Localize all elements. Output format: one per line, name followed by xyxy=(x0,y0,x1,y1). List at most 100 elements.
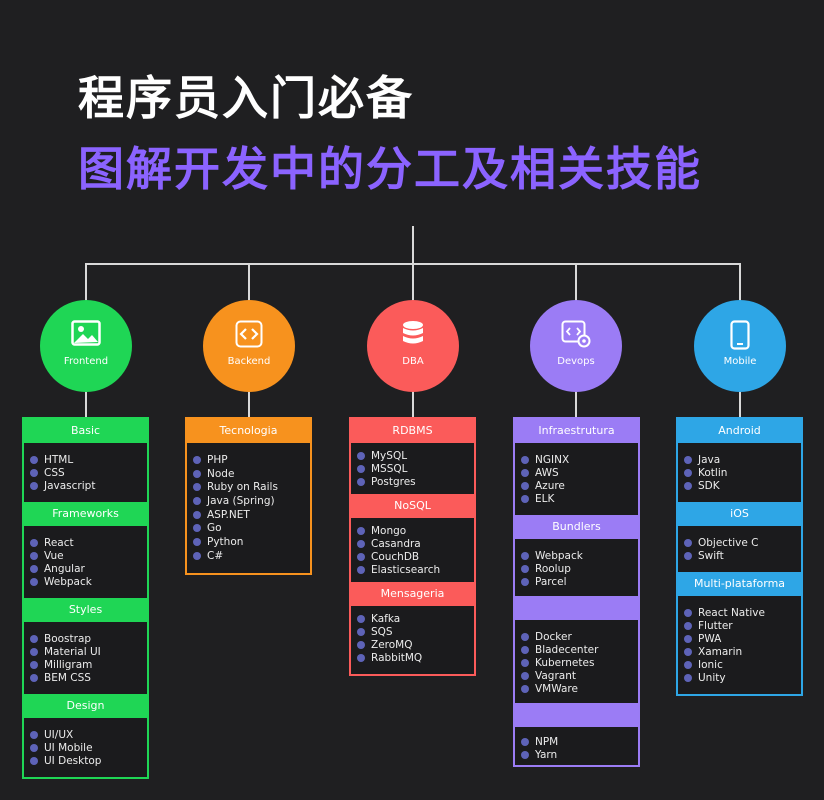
bullet-dot xyxy=(193,551,201,560)
bullet-dot xyxy=(357,640,365,649)
bullet-dot xyxy=(30,743,38,752)
bullet-dot xyxy=(684,538,692,547)
section-items: React Native Flutter PWA Xamarin Ionic U… xyxy=(678,596,801,694)
section-items: NGINX AWS Azure ELK xyxy=(515,443,638,515)
backend-column: Tecnologia PHP Node Ruby on Rails Java (… xyxy=(185,417,312,575)
stem-frontend xyxy=(85,391,87,418)
list-item: RabbitMQ xyxy=(357,651,474,664)
main-title: 程序员入门必备 xyxy=(78,71,414,125)
section-items: Objective C Swift xyxy=(678,526,801,572)
section-heading: iOS xyxy=(678,502,801,526)
mobile-label: Mobile xyxy=(723,356,757,367)
bullet-dot xyxy=(30,538,38,547)
bullet-dot xyxy=(521,494,529,503)
list-item: NGINX xyxy=(521,453,638,466)
list-item: UI Desktop xyxy=(30,754,147,767)
trunk-line xyxy=(412,226,414,264)
section-heading: Android xyxy=(678,419,801,443)
bullet-dot xyxy=(521,750,529,759)
section-heading: RDBMS xyxy=(351,419,474,443)
bullet-dot xyxy=(193,510,201,519)
bullet-dot xyxy=(30,577,38,586)
bullet-dot xyxy=(30,756,38,765)
phone-icon xyxy=(730,320,750,354)
section-heading xyxy=(515,703,638,727)
bullet-dot xyxy=(684,468,692,477)
list-item: ZeroMQ xyxy=(357,638,474,651)
list-item: Swift xyxy=(684,549,801,562)
section-heading: Multi-plataforma xyxy=(678,572,801,596)
bullet-dot xyxy=(357,526,365,535)
section-items: Java Kotlin SDK xyxy=(678,443,801,502)
list-item: HTML xyxy=(30,453,147,466)
image-icon xyxy=(71,320,101,350)
bullet-dot xyxy=(684,608,692,617)
drop-line-dba xyxy=(412,263,414,301)
subtitle: 图解开发中的分工及相关技能 xyxy=(78,142,702,196)
section-items: HTML CSS Javascript xyxy=(24,443,147,502)
list-item: UI Mobile xyxy=(30,741,147,754)
bullet-dot xyxy=(684,621,692,630)
bullet-dot xyxy=(521,468,529,477)
list-item: React xyxy=(30,536,147,549)
bullet-dot xyxy=(521,551,529,560)
bullet-dot xyxy=(30,730,38,739)
bullet-dot xyxy=(521,455,529,464)
devops-column: Infraestrutura NGINX AWS Azure ELK Bundl… xyxy=(513,417,640,767)
bullet-dot xyxy=(357,477,365,486)
dba-column: RDBMS MySQL MSSQL Postgres NoSQL Mongo C… xyxy=(349,417,476,676)
bullet-dot xyxy=(521,564,529,573)
list-item: BEM CSS xyxy=(30,671,147,684)
list-item: React Native xyxy=(684,606,801,619)
bullet-dot xyxy=(521,481,529,490)
bullet-dot xyxy=(521,577,529,586)
stem-mobile xyxy=(739,391,741,418)
stem-backend xyxy=(248,391,250,418)
section-items: UI/UX UI Mobile UI Desktop xyxy=(24,718,147,777)
section-heading: Bundlers xyxy=(515,515,638,539)
list-item: PWA xyxy=(684,632,801,645)
section-heading xyxy=(515,596,638,620)
list-item: Objective C xyxy=(684,536,801,549)
bullet-dot xyxy=(357,565,365,574)
bullet-dot xyxy=(30,634,38,643)
bullet-dot xyxy=(521,671,529,680)
bullet-dot xyxy=(30,481,38,490)
section-heading: Styles xyxy=(24,598,147,622)
section-items: Docker Bladecenter Kubernetes Vagrant VM… xyxy=(515,620,638,703)
bullet-dot xyxy=(30,468,38,477)
list-item: MySQL xyxy=(357,449,474,462)
list-item: NPM xyxy=(521,735,638,748)
list-item: Java (Spring) xyxy=(193,494,310,508)
list-item: Docker xyxy=(521,630,638,643)
list-item: Go xyxy=(193,521,310,535)
list-item: Kafka xyxy=(357,612,474,625)
bullet-dot xyxy=(30,660,38,669)
list-item: MSSQL xyxy=(357,462,474,475)
drop-line-devops xyxy=(575,263,577,301)
database-icon xyxy=(401,320,425,354)
bullet-dot xyxy=(521,737,529,746)
bullet-dot xyxy=(684,481,692,490)
bullet-dot xyxy=(684,647,692,656)
drop-line-mobile xyxy=(739,263,741,301)
list-item: Bladecenter xyxy=(521,643,638,656)
list-item: Vagrant xyxy=(521,669,638,682)
code-icon xyxy=(235,320,263,352)
gear-code-icon xyxy=(561,320,591,352)
frontend-column: Basic HTML CSS Javascript Frameworks Rea… xyxy=(22,417,149,779)
bullet-dot xyxy=(684,455,692,464)
list-item: Flutter xyxy=(684,619,801,632)
bullet-dot xyxy=(357,451,365,460)
section-heading: Mensageria xyxy=(351,582,474,606)
list-item: Kubernetes xyxy=(521,656,638,669)
section-items: Boostrap Material UI Milligram BEM CSS xyxy=(24,622,147,694)
devops-circle: Devops xyxy=(530,300,622,392)
mobile-circle: Mobile xyxy=(694,300,786,392)
list-item: Milligram xyxy=(30,658,147,671)
section-heading: Frameworks xyxy=(24,502,147,526)
list-item: SDK xyxy=(684,479,801,492)
drop-line-backend xyxy=(248,263,250,301)
list-item: Material UI xyxy=(30,645,147,658)
